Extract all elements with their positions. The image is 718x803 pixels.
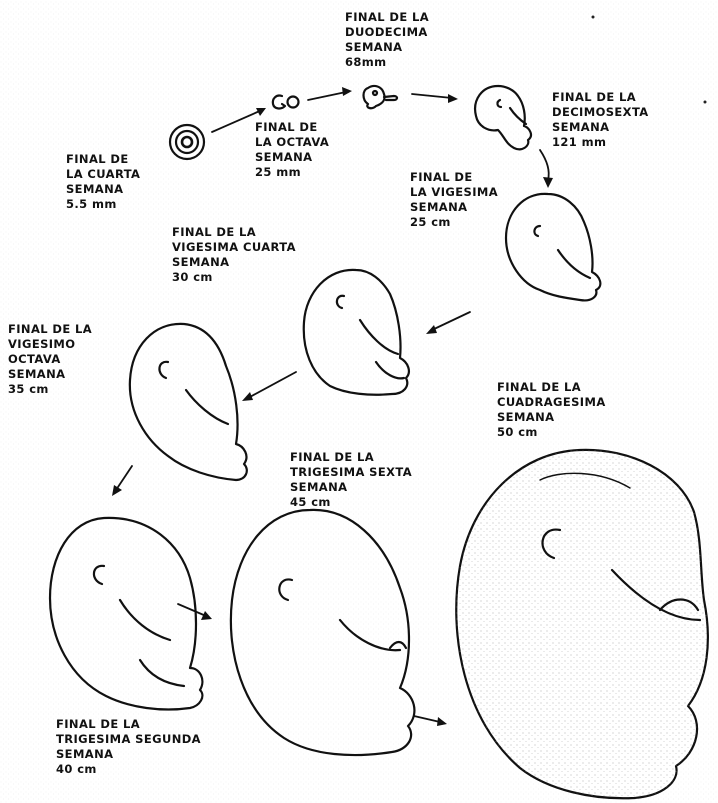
label-week36: FINAL DE LA TRIGESIMA SEXTA SEMANA 45 cm [290,450,412,510]
label-week32: FINAL DE LA TRIGESIMA SEGUNDA SEMANA 40 … [56,717,201,777]
label-week12: FINAL DE LA DUODECIMA SEMANA 68mm [345,10,429,70]
speck [592,16,595,19]
label-week16: FINAL DE LA DECIMOSEXTA SEMANA 121 mm [552,90,649,150]
label-week8: FINAL DE LA OCTAVA SEMANA 25 mm [255,120,329,180]
label-week20: FINAL DE LA VIGESIMA SEMANA 25 cm [410,170,498,230]
speck [704,101,707,104]
label-week28: FINAL DE LA VIGESIMO OCTAVA SEMANA 35 cm [8,322,92,397]
label-week40: FINAL DE LA CUADRAGESIMA SEMANA 50 cm [497,380,606,440]
label-week24: FINAL DE LA VIGESIMA CUARTA SEMANA 30 cm [172,225,296,285]
label-week4: FINAL DE LA CUARTA SEMANA 5.5 mm [66,152,140,212]
